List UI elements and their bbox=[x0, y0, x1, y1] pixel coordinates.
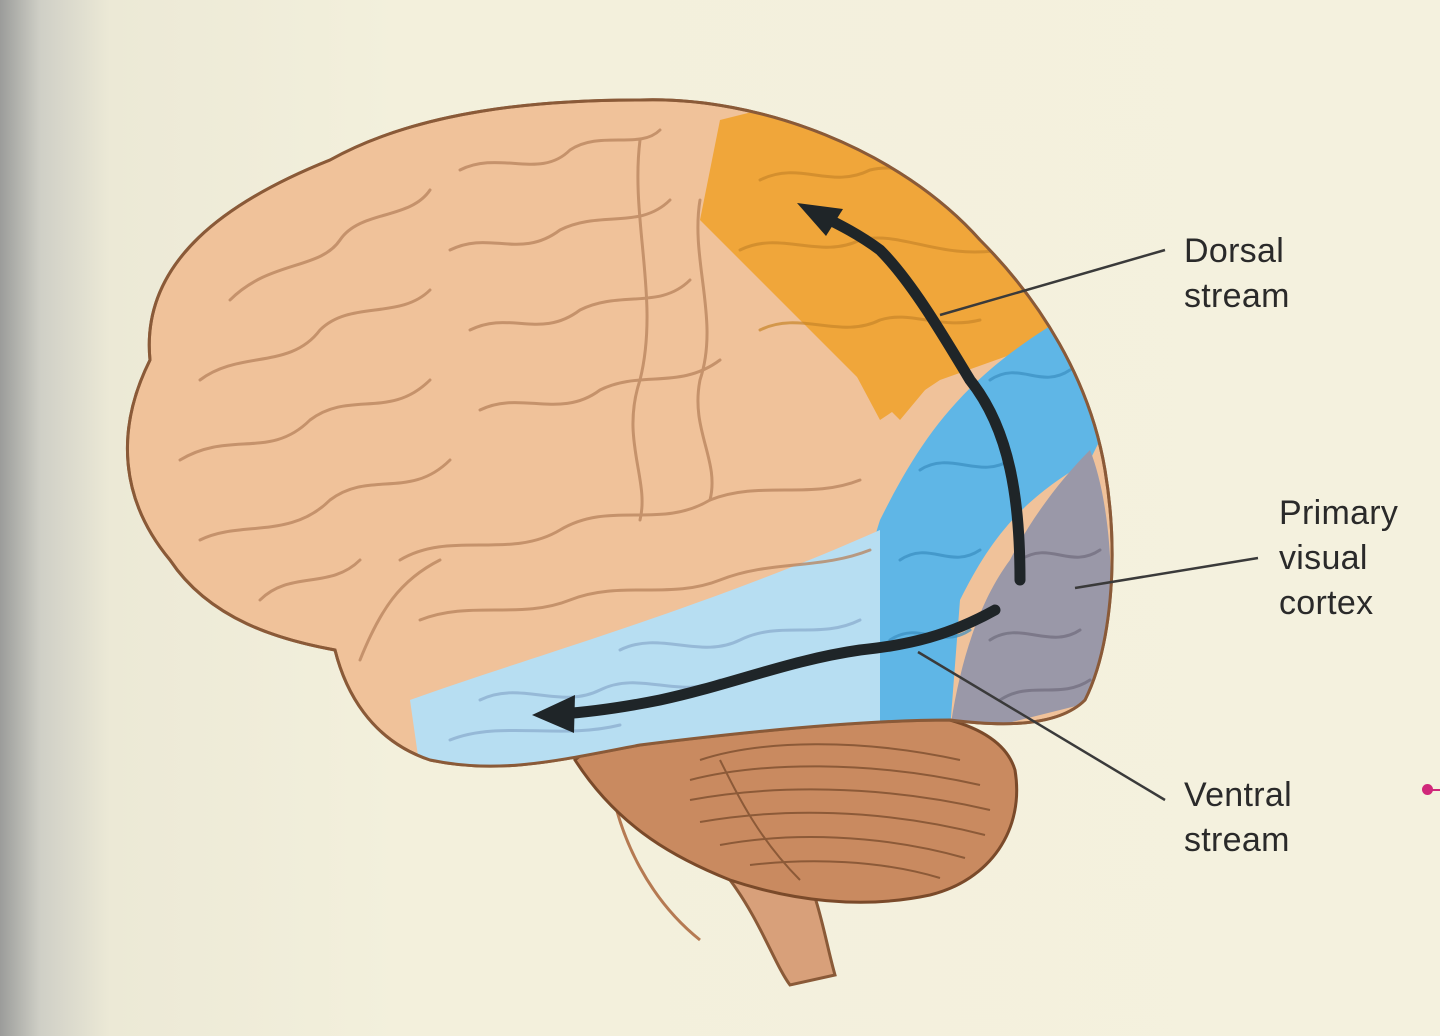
dorsal-label-line-2: stream bbox=[1184, 277, 1290, 315]
pink-marker-dot bbox=[1422, 784, 1433, 795]
gyri-texture bbox=[178, 128, 872, 662]
ventral-stream-label: Ventral stream bbox=[1184, 773, 1292, 863]
primary-visual-cortex-label: Primary visual cortex bbox=[1279, 491, 1398, 626]
primary-label-line-3: cortex bbox=[1279, 584, 1374, 622]
dorsal-arrowhead bbox=[797, 203, 843, 236]
ventral-arrowhead bbox=[532, 695, 575, 733]
primary-leader-line bbox=[1074, 556, 1259, 590]
primary-visual-cortex-region bbox=[950, 450, 1111, 730]
pink-marker-line bbox=[1431, 789, 1440, 791]
dorsal-label-line-1: Dorsal bbox=[1184, 232, 1285, 270]
cerebellum-folia bbox=[689, 743, 991, 881]
ventral-leader-line bbox=[917, 650, 1166, 802]
dorsal-leader-line bbox=[939, 248, 1166, 317]
ventral-label-line-2: stream bbox=[1184, 821, 1290, 859]
dorsal-stream-arrow bbox=[814, 209, 1026, 586]
primary-label-line-2: visual bbox=[1279, 539, 1368, 577]
dorsal-stream-label: Dorsal stream bbox=[1184, 229, 1290, 319]
ventral-region bbox=[410, 530, 880, 767]
primary-label-line-1: Primary bbox=[1279, 494, 1399, 532]
extrastriate-region bbox=[860, 320, 1100, 730]
ventral-stream-arrow bbox=[554, 604, 1001, 720]
ventral-label-line-1: Ventral bbox=[1184, 776, 1292, 814]
